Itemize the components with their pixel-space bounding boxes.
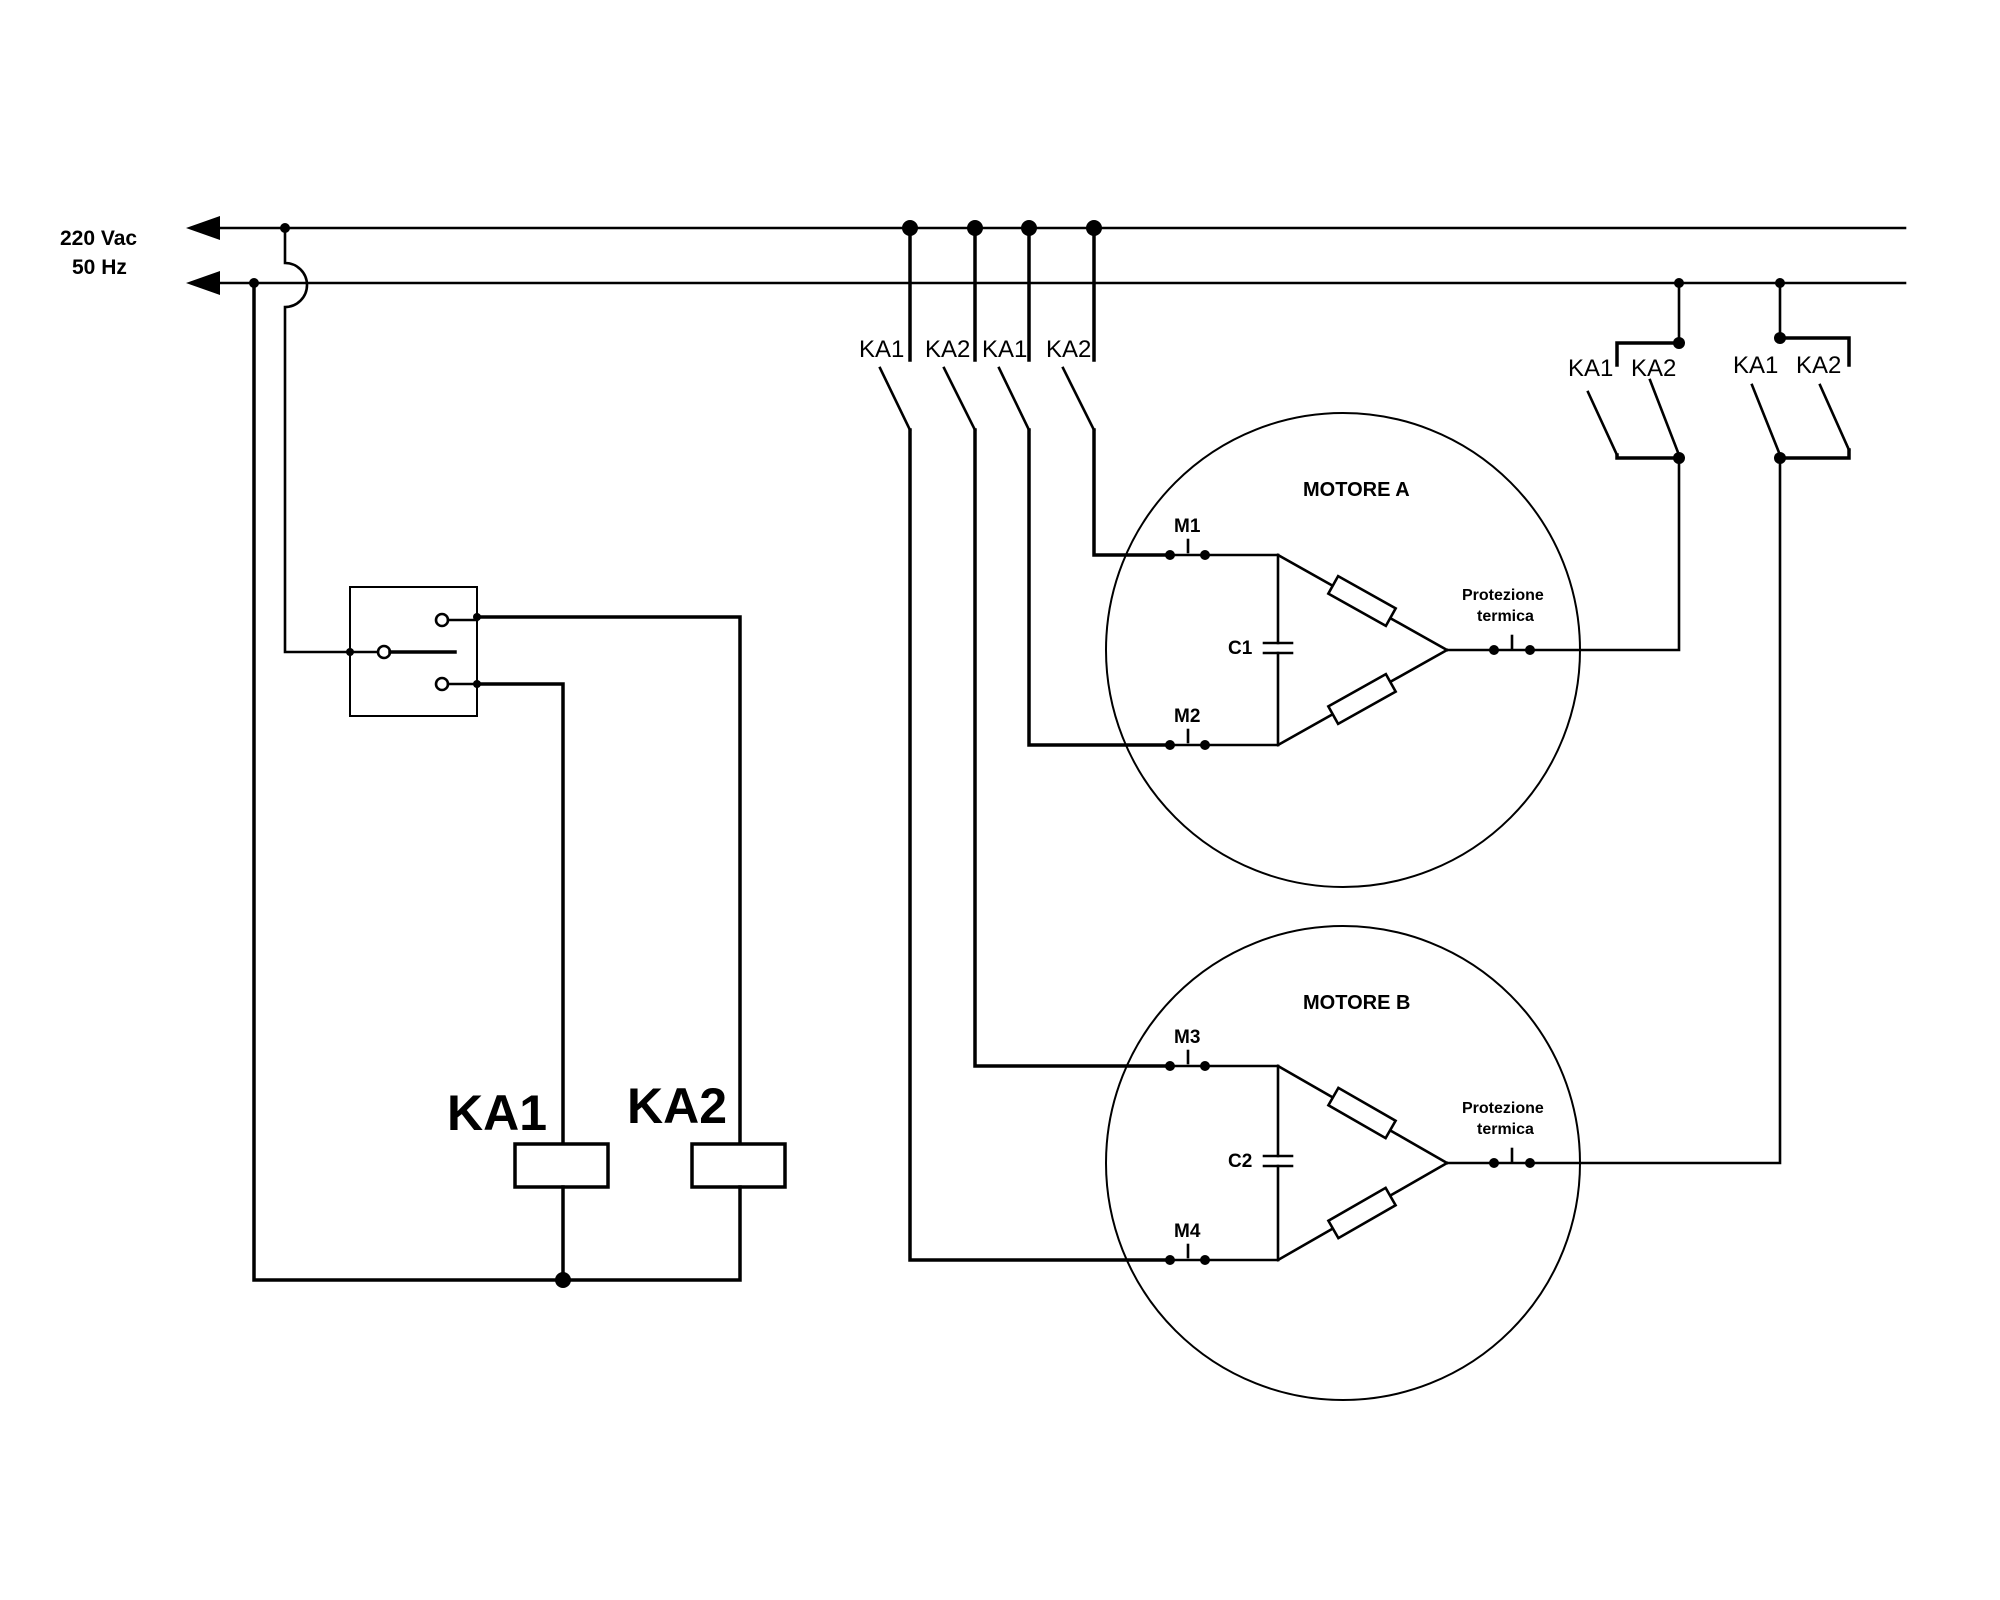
selector-terminal-icon <box>434 676 450 692</box>
switch-m4-label: M4 <box>1174 1221 1201 1242</box>
power-contacts: KA1 KA2 KA1 KA2 <box>859 220 1172 1262</box>
contact-pair-a: KA1 KA2 <box>1568 278 1685 464</box>
wire-to-m1 <box>1092 428 1172 557</box>
thermal-protection-label: termica <box>1477 1121 1534 1138</box>
capacitor-c1-label: C1 <box>1228 638 1253 659</box>
contact-label: KA1 <box>982 336 1027 363</box>
motor-b-title: MOTORE B <box>1303 992 1410 1014</box>
winding-icon <box>1326 1186 1398 1240</box>
contact-pair-b: KA1 KA2 <box>1733 278 1851 464</box>
supply-rails: 220 Vac 50 Hz <box>60 216 1907 295</box>
thermal-protection-label: Protezione <box>1462 587 1544 604</box>
coil-ka2-label: KA2 <box>627 1078 727 1134</box>
wire-to-m3 <box>973 428 1172 1068</box>
winding-icon <box>1326 574 1398 628</box>
rail-arrow-top-icon <box>186 216 220 240</box>
contact-blade <box>1586 390 1619 457</box>
selector-pivot-icon <box>376 644 392 660</box>
switch-m2-label: M2 <box>1174 706 1200 727</box>
supply-frequency: 50 Hz <box>72 256 127 279</box>
contact-blade <box>1818 383 1851 452</box>
contact-label: KA2 <box>1631 355 1676 382</box>
contact-label: KA2 <box>925 336 970 363</box>
capacitor-c2-label: C2 <box>1228 1151 1252 1172</box>
control-circuit: KA1 KA2 <box>249 223 787 1288</box>
selector-terminal-icon <box>434 612 450 628</box>
motor-a-title: MOTORE A <box>1303 479 1410 501</box>
contact-blade <box>1648 378 1681 457</box>
motor-a: MOTORE A M1 M2 C1 Protezione termica <box>1105 412 1681 888</box>
contact-blade <box>997 366 1031 432</box>
coil-ka1 <box>513 1142 610 1189</box>
contact-label: KA1 <box>1568 355 1613 382</box>
thermal-protection-label: Protezione <box>1462 1100 1544 1117</box>
return-wire <box>252 281 742 1282</box>
coil-ka2 <box>690 1142 787 1189</box>
wire-to-ka2-coil <box>475 615 742 1146</box>
supply-voltage: 220 Vac <box>60 227 137 250</box>
wire-to-m2 <box>1027 428 1172 747</box>
contact-blade <box>1061 366 1096 432</box>
contact-blade <box>1750 383 1782 457</box>
wire-to-m4 <box>908 428 1172 1262</box>
thermal-protection-label: termica <box>1477 608 1534 625</box>
contact-blade <box>878 366 912 432</box>
coil-ka1-label: KA1 <box>447 1085 547 1141</box>
contact-label: KA2 <box>1046 336 1091 363</box>
switch-m1-label: M1 <box>1174 516 1201 537</box>
contact-label: KA1 <box>1733 352 1778 379</box>
contact-label: KA2 <box>1796 352 1841 379</box>
junction <box>555 1272 571 1288</box>
wire-to-ka1-coil <box>475 682 565 1146</box>
crossover-wire <box>283 226 352 654</box>
contact-label: KA1 <box>859 336 904 363</box>
rail-arrow-bottom-icon <box>186 271 220 295</box>
contact-blade <box>942 366 977 432</box>
motor-b: MOTORE B M3 M4 C2 Protezione termica <box>1105 456 1782 1401</box>
winding-icon <box>1326 672 1398 726</box>
switch-m3-label: M3 <box>1174 1027 1200 1048</box>
winding-icon <box>1326 1086 1398 1140</box>
